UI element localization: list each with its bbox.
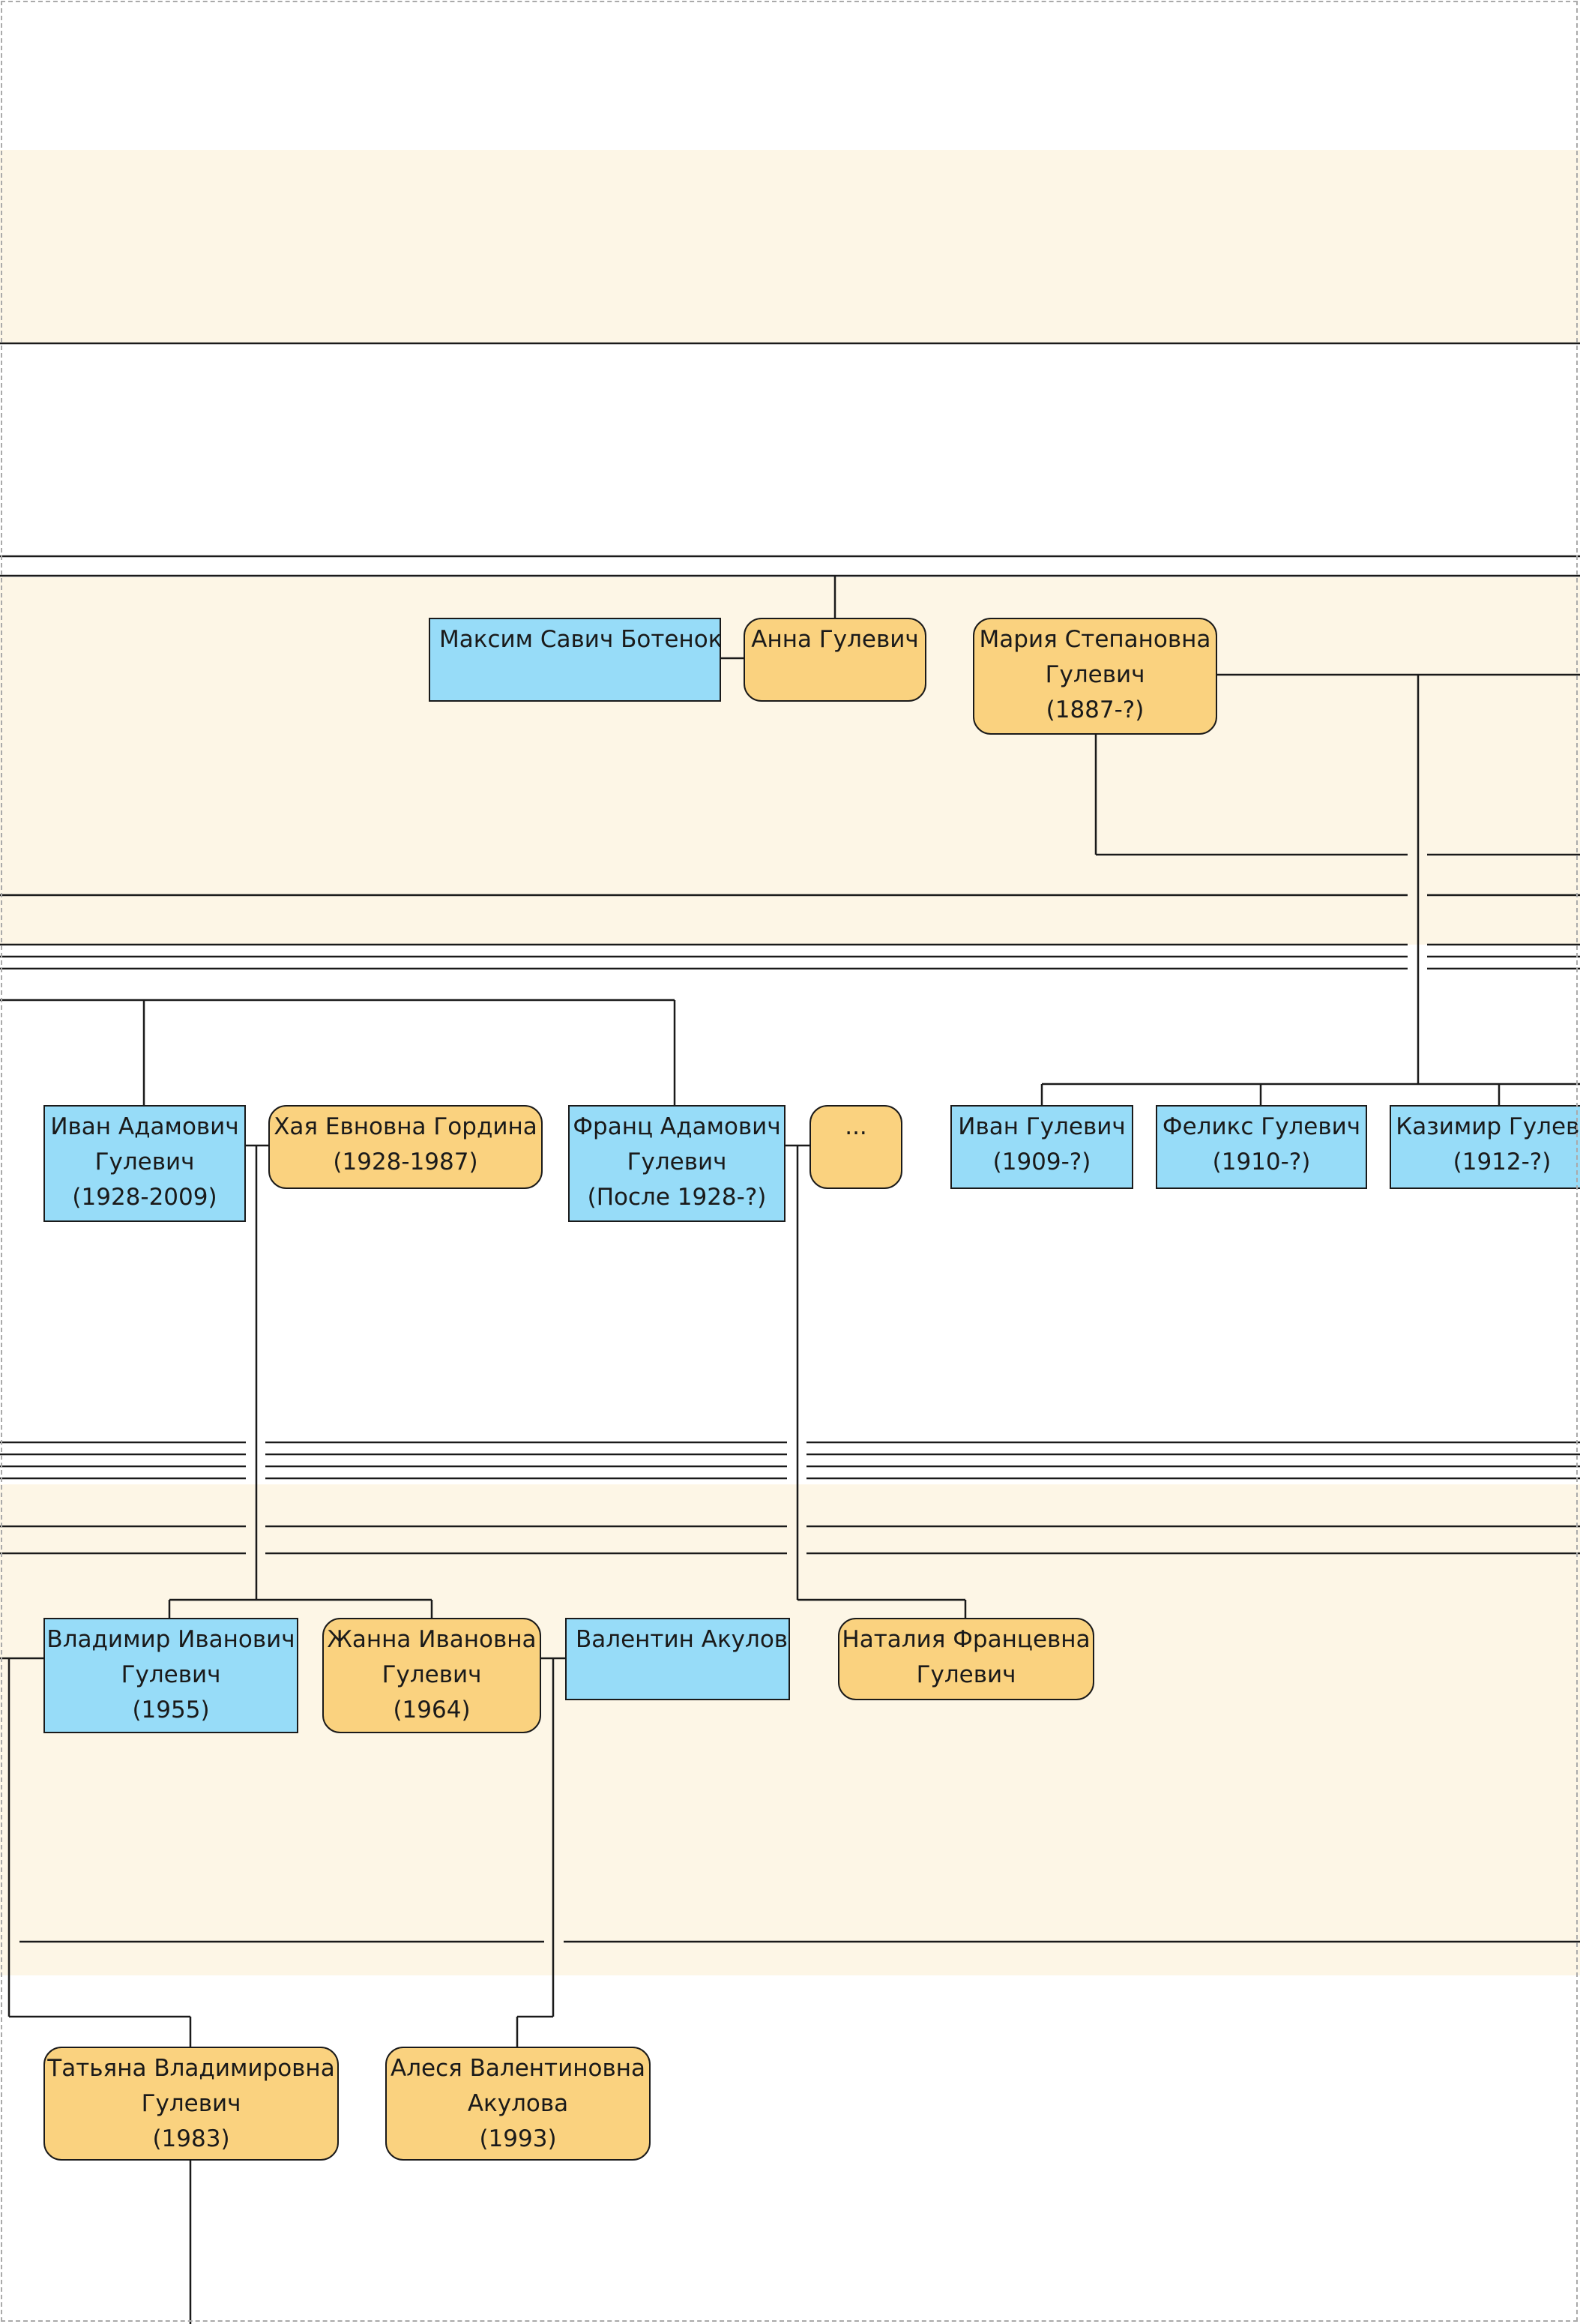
person-name: ... xyxy=(845,1113,867,1140)
person-years: (1912-?) xyxy=(1453,1149,1552,1175)
person-card-anna[interactable]: Анна Гулевич xyxy=(744,618,926,702)
person-card-kazimir[interactable]: Казимир Гулевич (1912-?) xyxy=(1390,1105,1580,1189)
person-years: (1993) xyxy=(479,2125,557,2152)
person-card-valentin[interactable]: Валентин Акулов xyxy=(565,1618,790,1700)
person-surname: Гулевич xyxy=(121,1661,221,1688)
person-name: Мария Степановна xyxy=(979,626,1211,653)
person-card-ivan-gulevich[interactable]: Иван Гулевич (1909-?) xyxy=(950,1105,1133,1189)
person-years: (1928-1987) xyxy=(333,1149,478,1175)
person-years: (1909-?) xyxy=(992,1149,1091,1175)
person-name: Анна Гулевич xyxy=(751,626,919,653)
person-years: (1928-2009) xyxy=(72,1184,217,1211)
person-name: Максим Савич Ботенок xyxy=(439,626,721,653)
person-name: Владимир Иванович xyxy=(46,1626,295,1653)
person-years: (После 1928-?) xyxy=(587,1184,767,1211)
person-name: Иван Адамович xyxy=(50,1113,239,1140)
person-surname: Акулова xyxy=(467,2090,569,2117)
person-surname: Гулевич xyxy=(141,2090,241,2117)
person-years: (1964) xyxy=(393,1697,471,1724)
person-years: (1887-?) xyxy=(1046,696,1145,723)
person-years: (1910-?) xyxy=(1212,1149,1311,1175)
person-card-feliks[interactable]: Феликс Гулевич (1910-?) xyxy=(1156,1105,1367,1189)
person-surname: Гулевич xyxy=(627,1149,727,1175)
person-name: Жанна Ивановна xyxy=(327,1626,537,1653)
person-name: Феликс Гулевич xyxy=(1162,1113,1361,1140)
person-years: (1983) xyxy=(152,2125,230,2152)
person-card-maksim[interactable]: Максим Савич Ботенок xyxy=(429,618,721,702)
person-surname: Гулевич xyxy=(382,1661,482,1688)
person-name: Хая Евновна Гордина xyxy=(274,1113,537,1140)
person-name: Франц Адамович xyxy=(573,1113,781,1140)
person-name: Алеся Валентиновна xyxy=(390,2055,646,2082)
person-surname: Гулевич xyxy=(94,1149,195,1175)
person-surname: Гулевич xyxy=(1045,661,1145,688)
person-name: Валентин Акулов xyxy=(576,1626,789,1653)
person-card-unknown[interactable]: ... xyxy=(809,1105,902,1189)
generation-band-1 xyxy=(0,150,1580,343)
person-card-khaya[interactable]: Хая Евновна Гордина (1928-1987) xyxy=(268,1105,543,1189)
person-years: (1955) xyxy=(132,1697,210,1724)
person-name: Иван Гулевич xyxy=(958,1113,1126,1140)
person-name: Наталия Францевна xyxy=(842,1626,1091,1653)
person-surname: Гулевич xyxy=(916,1661,1016,1688)
person-name: Татьяна Владимировна xyxy=(47,2055,335,2082)
person-name: Казимир Гулевич xyxy=(1396,1113,1580,1140)
